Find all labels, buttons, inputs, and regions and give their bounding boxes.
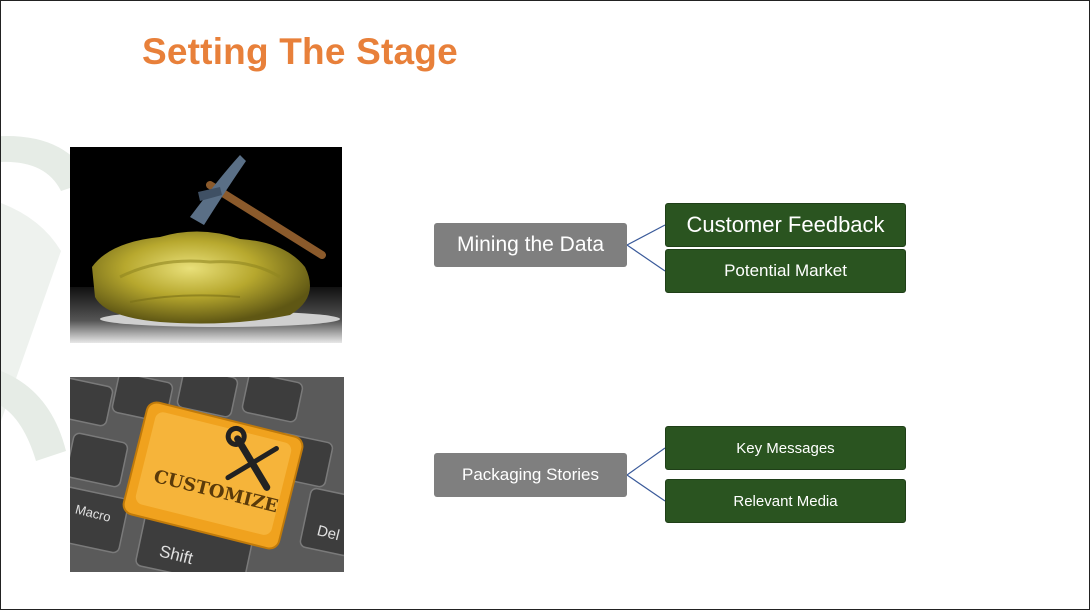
customize-keyboard-image: CUSTOMIZE Macro Shift Del bbox=[70, 377, 344, 572]
potential-market-node: Potential Market bbox=[665, 249, 906, 293]
packaging-stories-node: Packaging Stories bbox=[434, 453, 627, 497]
watermark-decoration bbox=[1, 136, 91, 461]
relevant-media-node: Relevant Media bbox=[665, 479, 906, 523]
gold-nugget-image bbox=[70, 147, 342, 343]
customer-feedback-node: Customer Feedback bbox=[665, 203, 906, 247]
gold-nugget-pickaxe-icon bbox=[70, 147, 342, 343]
del-key-label: Del bbox=[315, 522, 341, 544]
customize-keyboard-icon: CUSTOMIZE Macro Shift Del bbox=[70, 377, 344, 572]
mining-the-data-node: Mining the Data bbox=[434, 223, 627, 267]
key-messages-node: Key Messages bbox=[665, 426, 906, 470]
slide-title: Setting The Stage bbox=[142, 31, 458, 72]
